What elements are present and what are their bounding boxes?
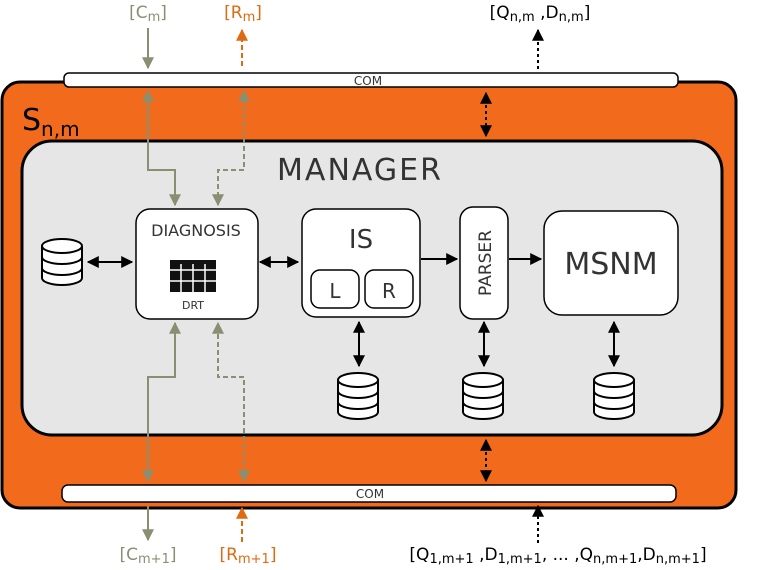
is-left-label: L [329, 279, 341, 303]
manager-title: MANAGER [277, 153, 443, 188]
database-icon-left [41, 238, 83, 286]
grid-table-icon [170, 260, 216, 292]
flow-diagnosis-to-com-bottom-c [142, 321, 181, 483]
parser-label: PARSER [476, 230, 496, 296]
database-icon-parser [462, 372, 504, 420]
com-bottom-label: COM [356, 487, 384, 501]
drt-label: DRT [182, 299, 204, 312]
label-r-bottom: [Rm+1] [220, 545, 277, 567]
com-bar-bottom [61, 484, 677, 503]
msnm-box [543, 210, 679, 316]
diagnosis-title: DIAGNOSIS [151, 221, 241, 240]
label-qd-top: [Qn,m ,Dn,m] [490, 3, 591, 25]
is-right-box [364, 269, 414, 309]
com-top-label: COM [354, 74, 382, 88]
flow-com-bottom-to-diagnosis-r [212, 321, 250, 483]
database-icon-msnm [593, 372, 635, 420]
is-right-label: R [382, 279, 396, 303]
flow-com-to-diagnosis-c [142, 89, 181, 207]
label-r-top: [Rm] [224, 3, 262, 25]
label-qd-bottom: [Q1,m+1 ,D1,m+1, ... ,Qn,m+1,Dn,m+1] [409, 545, 706, 567]
flow-diagnosis-to-com-r [212, 89, 250, 207]
com-bar-top [63, 72, 679, 88]
node-label: Sn,m [22, 103, 80, 141]
label-c-bottom: [Cm+1] [120, 545, 177, 567]
is-left-box [310, 269, 360, 309]
database-icon-is [337, 372, 379, 420]
label-c-top: [Cm] [129, 3, 167, 25]
msnm-label: MSNM [564, 247, 657, 282]
is-title: IS [349, 225, 373, 255]
parser-box [459, 206, 509, 320]
